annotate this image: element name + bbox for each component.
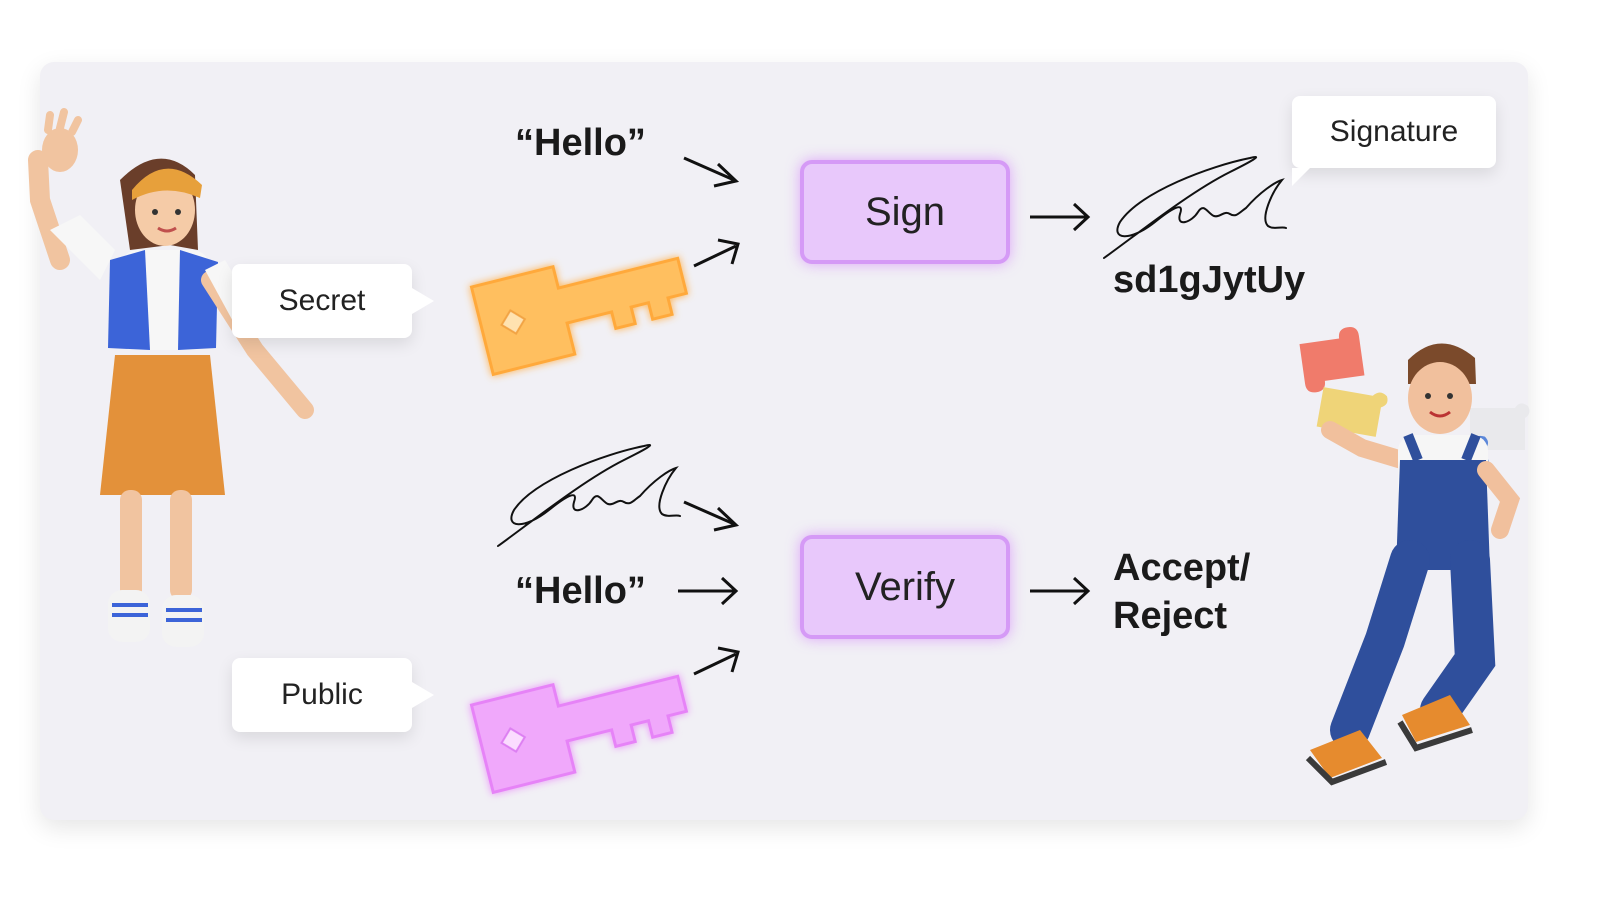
arrow-sign-to-signature [1030, 202, 1091, 232]
result-text: Accept/ Reject [1113, 544, 1250, 640]
man-figure-icon [1299, 327, 1530, 786]
sign-button-label: Sign [864, 189, 946, 234]
arrow-hello-to-sign [683, 156, 740, 188]
message-bottom: “Hello” [515, 570, 646, 612]
signature-icon [1103, 156, 1287, 259]
signature-label: Signature [1329, 115, 1459, 148]
signature-input-icon [497, 444, 681, 547]
signature-label-bubble: Signature [1292, 96, 1496, 186]
arrow-public-key-to-verify [693, 646, 740, 676]
secret-label-bubble: Secret [232, 264, 434, 338]
arrow-secret-key-to-sign [693, 238, 740, 268]
result-reject: Reject [1113, 595, 1228, 637]
public-label: Public [281, 678, 363, 711]
arrow-hello-to-verify [678, 576, 739, 606]
result-accept: Accept/ [1113, 547, 1251, 589]
sign-button[interactable]: Sign [800, 160, 1010, 264]
verify-button-label: Verify [854, 564, 956, 609]
arrow-signature-to-verify [683, 500, 740, 532]
secret-key-icon [469, 256, 689, 377]
arrow-verify-to-result [1030, 576, 1091, 606]
secret-label: Secret [278, 284, 366, 317]
public-key-icon [469, 674, 689, 795]
signature-value: sd1gJytUy [1113, 259, 1306, 301]
woman-figure-icon [28, 108, 314, 647]
public-label-bubble: Public [232, 658, 434, 732]
message-top: “Hello” [515, 122, 646, 164]
verify-button[interactable]: Verify [800, 535, 1010, 639]
